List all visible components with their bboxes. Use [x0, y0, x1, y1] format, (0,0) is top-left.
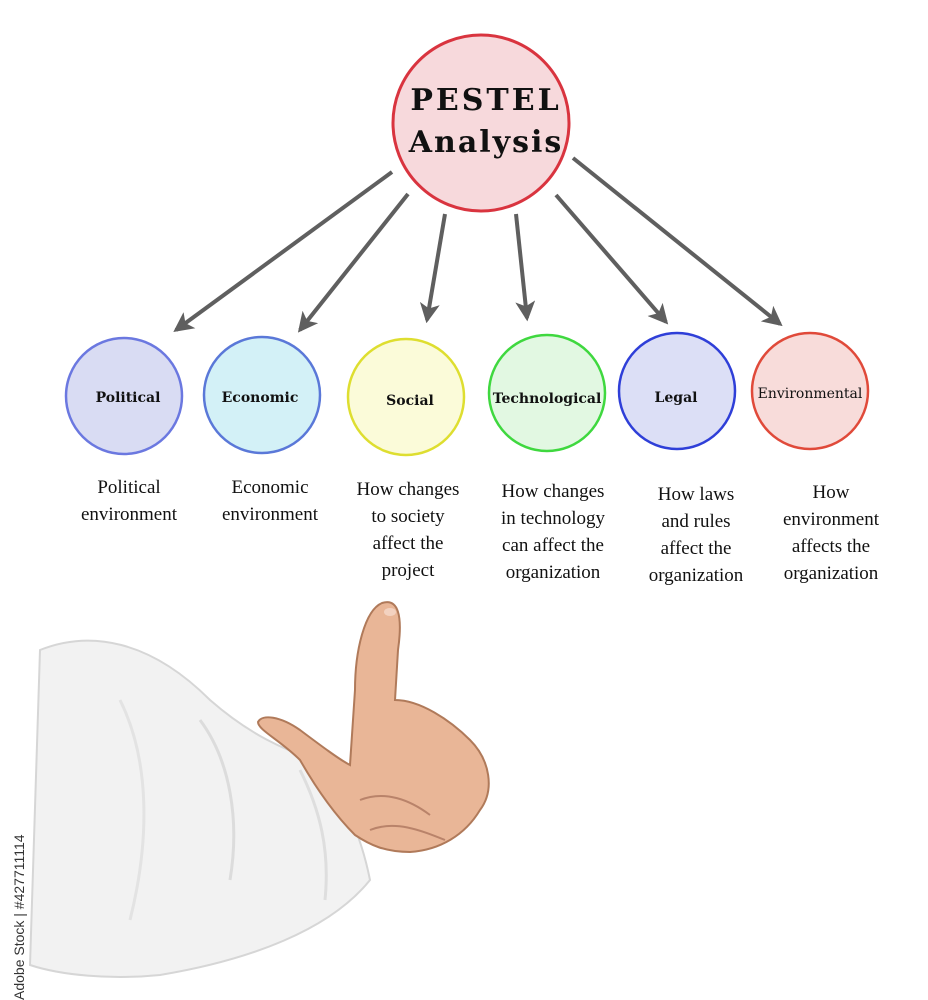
- desc-technological: How changes in technology can affect the…: [501, 481, 605, 583]
- factor-label: Environmental: [758, 386, 863, 402]
- arrow-political: [173, 170, 394, 332]
- desc-environmental: How environment affects the organization: [782, 482, 880, 584]
- white-sleeve: [28, 639, 372, 978]
- factor-label: Legal: [655, 390, 698, 406]
- factor-political: Political: [64, 336, 184, 456]
- arrow-economic: [297, 192, 410, 333]
- hand: [256, 601, 490, 854]
- center-title-line1: PESTEL: [410, 83, 561, 118]
- center-title-line2: Analysis: [408, 125, 564, 160]
- stock-id: Adobe Stock | #427711114: [11, 834, 27, 1000]
- factor-label: Economic: [222, 390, 299, 406]
- factor-technological: Technological: [487, 333, 607, 453]
- desc-legal: How laws and rules affect the organizati…: [648, 484, 744, 586]
- factor-label: Technological: [493, 391, 602, 407]
- factor-legal: Legal: [617, 331, 737, 451]
- factor-social: Social: [346, 337, 466, 457]
- factor-label: Political: [96, 390, 161, 406]
- factor-economic: Economic: [202, 335, 322, 455]
- arrow-technological: [514, 213, 536, 322]
- desc-economic: Economic environment: [221, 477, 319, 525]
- arrows: [173, 156, 783, 333]
- factor-environmental: Environmental: [750, 331, 870, 451]
- arrow-social: [419, 213, 447, 324]
- arrow-environmental: [571, 156, 783, 327]
- desc-political: Political environment: [80, 477, 178, 525]
- factor-label: Social: [386, 393, 434, 409]
- pointing-hand-illustration: [28, 601, 490, 978]
- arrow-legal: [554, 193, 669, 325]
- desc-social: How changes to society affect the projec…: [356, 479, 460, 581]
- center-node: PESTEL Analysis: [391, 33, 571, 213]
